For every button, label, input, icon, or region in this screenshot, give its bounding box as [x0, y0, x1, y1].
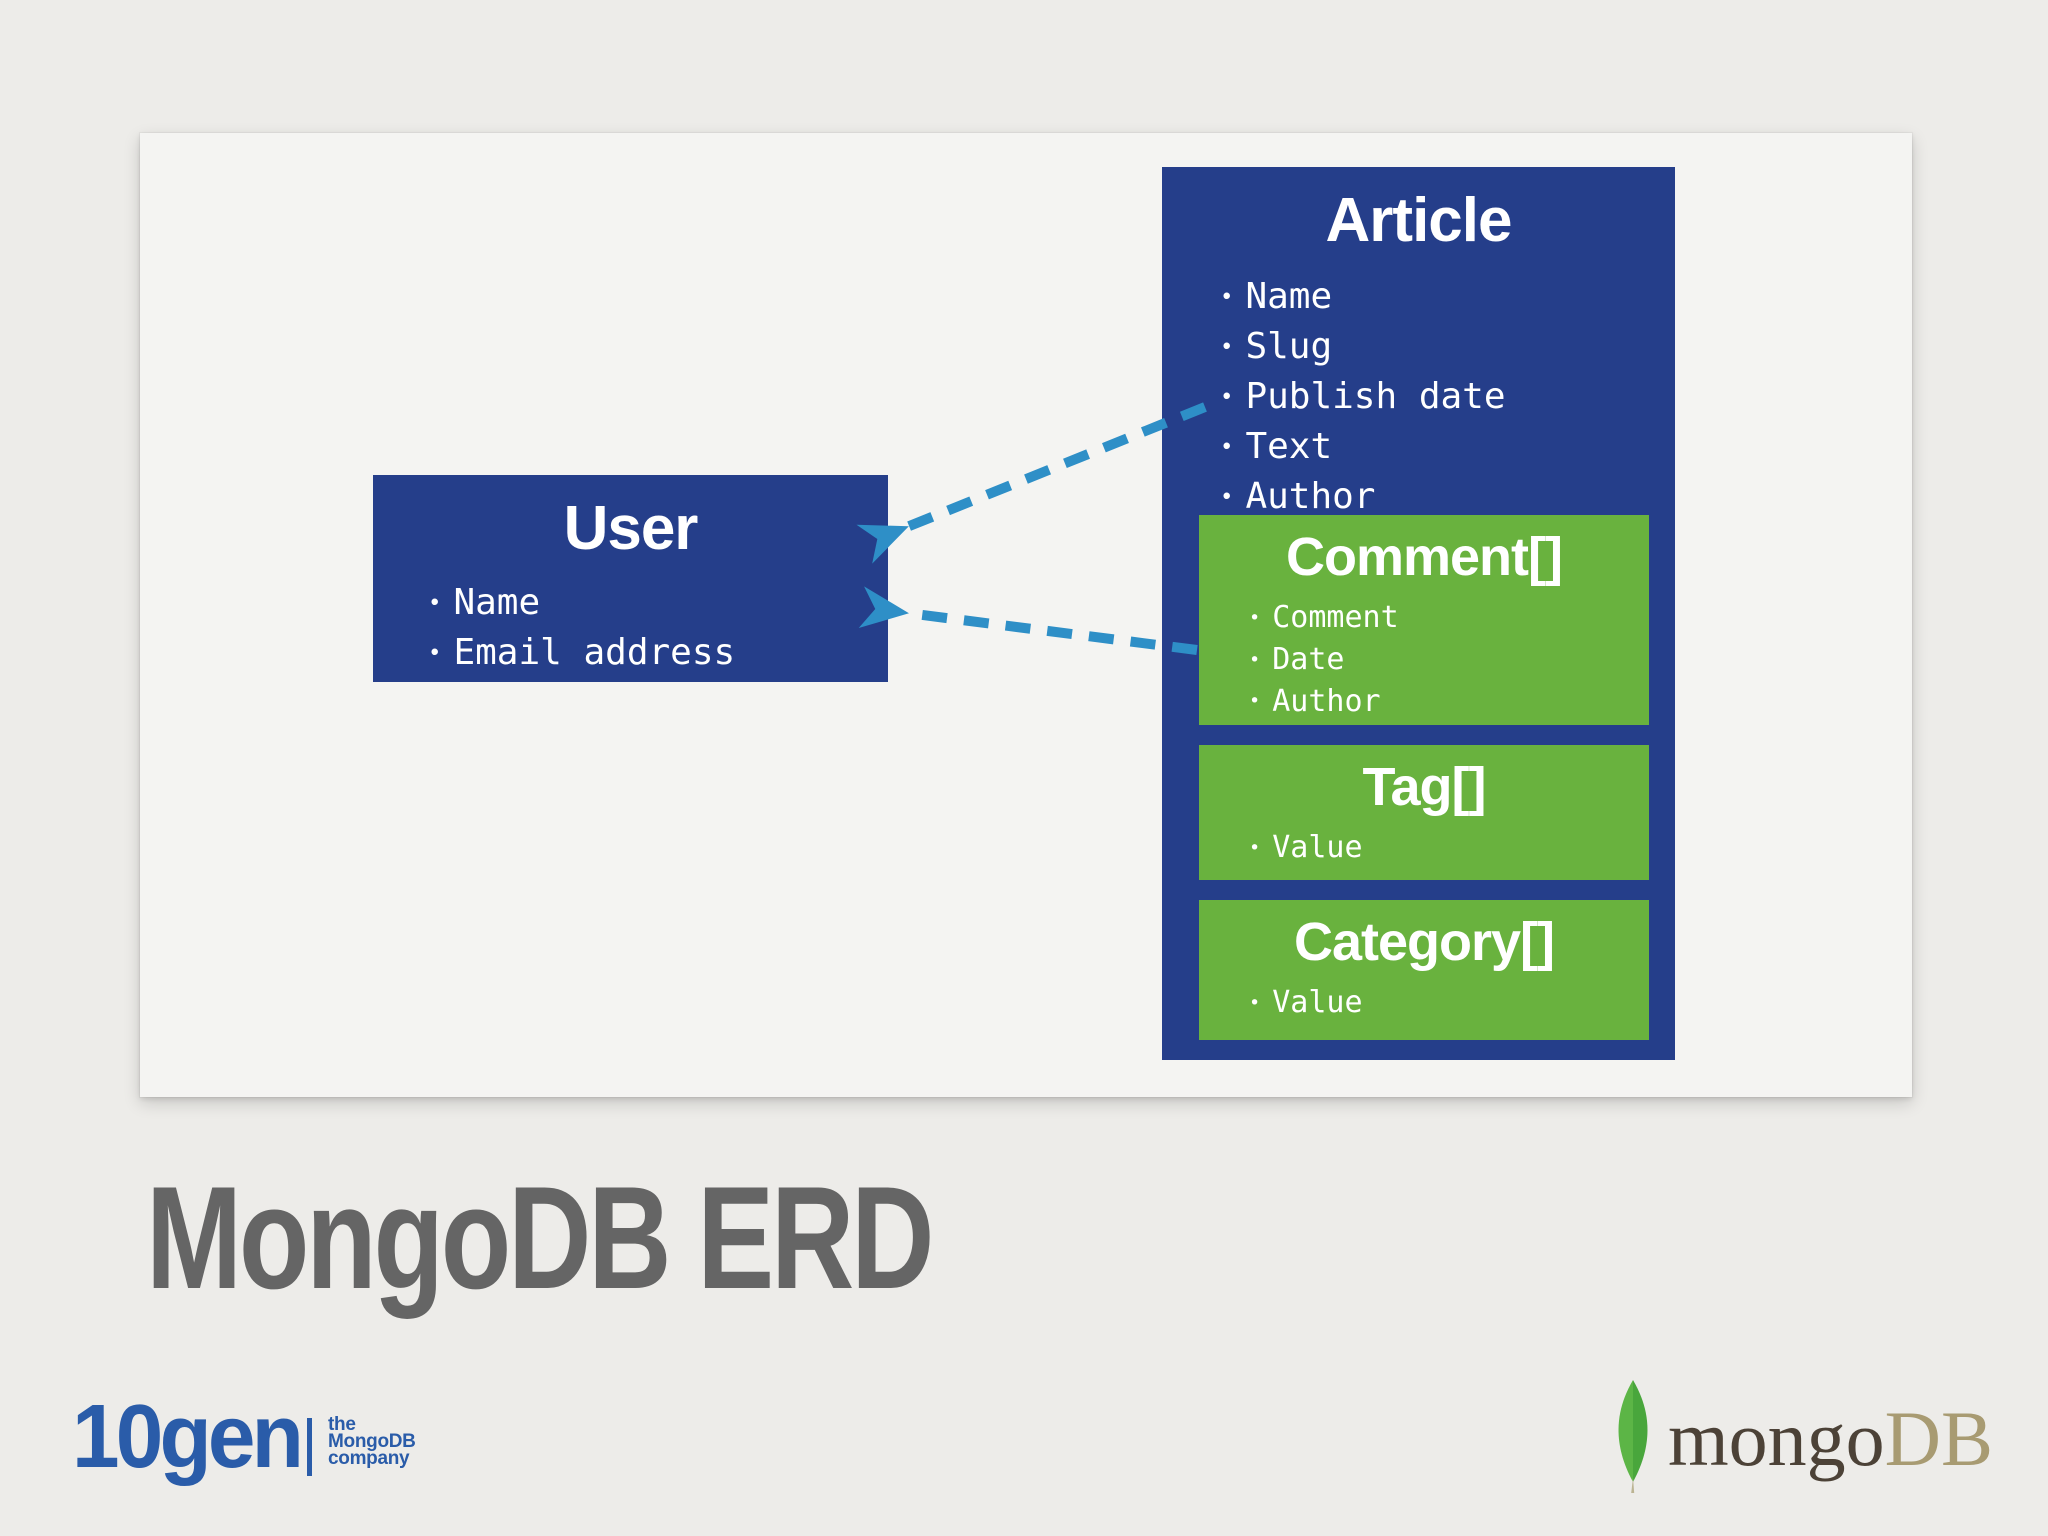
tengen-tagline: the MongoDB company [328, 1414, 416, 1469]
field-item: Author [1220, 472, 1675, 522]
comment-field-list: Comment Date Author [1199, 597, 1649, 722]
field-item: Author [1249, 681, 1649, 723]
user-field-list: Name Email address [373, 578, 888, 678]
embedded-title-tag: Tag[] [1362, 757, 1487, 817]
field-item: Comment [1249, 597, 1649, 639]
entity-title-article: Article [1325, 186, 1513, 255]
tengen-tagline-line: MongoDB [328, 1431, 416, 1452]
mongodb-wordmark: mongoDB [1668, 1400, 1993, 1478]
tengen-divider-bar [307, 1418, 312, 1476]
tengen-tagline-line: company [328, 1448, 410, 1469]
article-field-list: Name Slug Publish date Text Author [1162, 272, 1675, 522]
tengen-logo: 10gen the MongoDB company [60, 1390, 420, 1520]
category-field-list: Value [1199, 982, 1649, 1024]
embedded-title-comment: Comment[] [1286, 527, 1563, 587]
page-title: MongoDB ERD [146, 1156, 934, 1319]
mongodb-wordmark-db: DB [1884, 1395, 1994, 1482]
tengen-wordmark: 10gen [72, 1387, 304, 1487]
field-item: Value [1249, 982, 1649, 1024]
embedded-box-tag: Tag[] Value [1199, 745, 1649, 880]
entity-box-user: User Name Email address [373, 475, 888, 682]
field-item: Name [1220, 272, 1675, 322]
field-item: Slug [1220, 322, 1675, 372]
mongodb-leaf-icon [1618, 1380, 1648, 1493]
embedded-box-category: Category[] Value [1199, 900, 1649, 1040]
entity-box-article: Article Name Slug Publish date Text Auth… [1162, 167, 1675, 1060]
field-item: Email address [428, 628, 888, 678]
field-item: Name [428, 578, 888, 628]
tengen-tagline-line: the [328, 1414, 356, 1435]
field-item: Value [1249, 827, 1649, 869]
tag-field-list: Value [1199, 827, 1649, 869]
mongodb-wordmark-mongo: mongo [1668, 1395, 1885, 1482]
mongodb-logo: mongoDB [1600, 1372, 2000, 1502]
field-item: Publish date [1220, 372, 1675, 422]
embedded-title-category: Category[] [1293, 912, 1555, 972]
field-item: Date [1249, 639, 1649, 681]
entity-title-user: User [563, 494, 699, 563]
embedded-box-comment: Comment[] Comment Date Author [1199, 515, 1649, 725]
field-item: Text [1220, 422, 1675, 472]
